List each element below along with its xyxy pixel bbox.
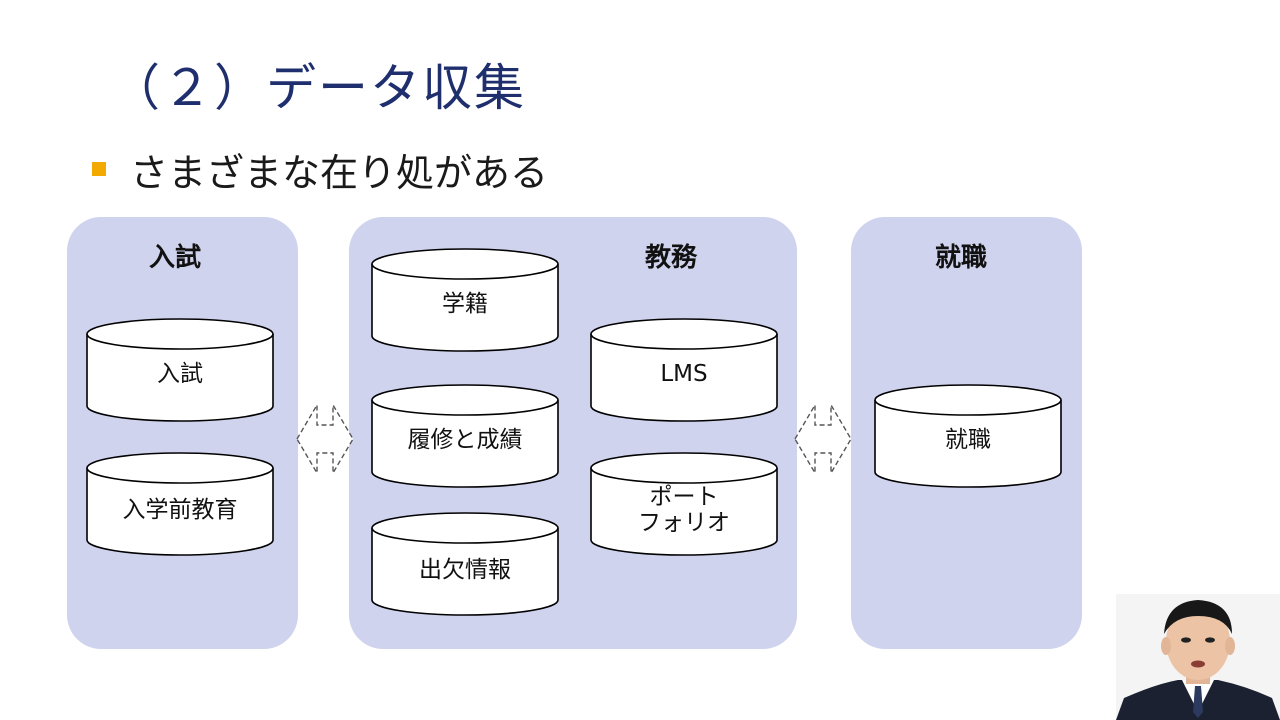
database-label: LMS xyxy=(660,361,708,387)
database-cylinder-icon xyxy=(590,452,778,556)
database-label: 入試 xyxy=(157,361,203,387)
database-cylinder-icon xyxy=(371,384,559,488)
database-cylinder-icon xyxy=(371,248,559,352)
double-arrow-icon xyxy=(793,401,853,477)
database-admissions: 入試 xyxy=(86,318,274,422)
bullet-square-icon xyxy=(92,162,106,176)
database-career: 就職 xyxy=(874,384,1062,488)
database-cylinder-icon xyxy=(86,452,274,556)
database-label: 入学前教育 xyxy=(122,497,238,523)
presenter-video xyxy=(1116,594,1280,720)
database-cylinder-icon xyxy=(874,384,1062,488)
panel-career-title: 就職 xyxy=(935,243,988,273)
database-label: 就職 xyxy=(945,427,991,453)
database-cylinder-icon xyxy=(86,318,274,422)
database-registry: 学籍 xyxy=(371,248,559,352)
database-label: 履修と成績 xyxy=(407,427,523,453)
database-attendance: 出欠情報 xyxy=(371,512,559,616)
database-label: 学籍 xyxy=(442,291,488,317)
database-cylinder-icon xyxy=(590,318,778,422)
panel-academic-title: 教務 xyxy=(645,243,698,273)
panel-admissions-title: 入試 xyxy=(149,243,202,273)
double-arrow-icon xyxy=(295,401,355,477)
database-label: 出欠情報 xyxy=(419,557,511,583)
panel-admissions: 入試 xyxy=(67,217,298,649)
database-label: ポート フォリオ xyxy=(638,484,730,536)
bullet-text: さまざまな在り処がある xyxy=(130,151,549,195)
database-lms: LMS xyxy=(590,318,778,422)
database-portfolio: ポート フォリオ xyxy=(590,452,778,556)
presenter-avatar-icon xyxy=(1116,594,1280,720)
database-pre-enrollment: 入学前教育 xyxy=(86,452,274,556)
database-cylinder-icon xyxy=(371,512,559,616)
slide-title: （２）データ収集 xyxy=(110,59,526,117)
database-courses-grades: 履修と成績 xyxy=(371,384,559,488)
